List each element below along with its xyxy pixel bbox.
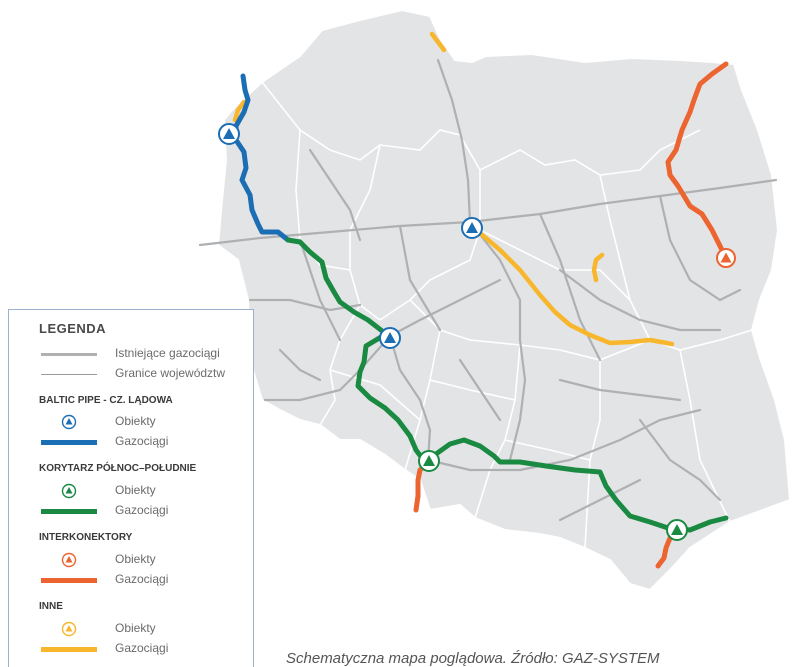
baltic-object-icon: [61, 414, 77, 430]
legend-label-borders: Granice województw: [115, 366, 226, 380]
other-pipelines: [232, 31, 675, 347]
map-caption: Schematyczna mapa poglądowa. Źródło: GAZ…: [286, 650, 660, 667]
baltic-object-marker: [461, 217, 483, 239]
interconnector-object-marker: [716, 248, 736, 268]
legend-row-existing: Istniejące gazociągi: [9, 346, 255, 364]
map-legend: LEGENDA Istniejące gazociągi Granice woj…: [8, 309, 254, 667]
legend-row-north-south-pipes: Gazociągi: [9, 503, 255, 521]
baltic-object-marker: [218, 123, 240, 145]
baltic-pipe-swatch: [41, 440, 97, 445]
legend-label-interconnector-pipes: Gazociągi: [115, 572, 169, 586]
baltic-pipe-route: [233, 73, 291, 243]
legend-row-interconnector-pipes: Gazociągi: [9, 572, 255, 590]
legend-label-other-objects: Obiekty: [115, 621, 156, 635]
poland-outline: [216, 8, 792, 592]
existing-pipeline-swatch: [41, 353, 97, 356]
legend-label-north-south-objects: Obiekty: [115, 483, 156, 497]
legend-title: LEGENDA: [39, 321, 107, 336]
legend-heading-north-south: KORYTARZ PÓŁNOC–POŁUDNIE: [39, 463, 197, 474]
north-south-object-marker: [666, 519, 688, 541]
north-south-pipe-swatch: [41, 509, 97, 514]
legend-heading-other: INNE: [39, 601, 63, 612]
other-object-icon: [61, 621, 77, 637]
legend-label-interconnector-objects: Obiekty: [115, 552, 156, 566]
legend-heading-interconnectors: INTERKONEKTORY: [39, 532, 133, 543]
legend-row-borders: Granice województw: [9, 366, 255, 384]
legend-row-interconnector-objects: Obiekty: [9, 552, 255, 570]
existing-pipelines: [198, 58, 778, 522]
legend-row-other-objects: Obiekty: [9, 621, 255, 639]
north-south-route: [285, 237, 729, 533]
legend-heading-baltic: BALTIC PIPE - CZ. LĄDOWA: [39, 395, 173, 406]
interconnector-pipe-swatch: [41, 578, 97, 583]
legend-row-baltic-pipes: Gazociągi: [9, 434, 255, 452]
legend-label-north-south-pipes: Gazociągi: [115, 503, 169, 517]
border-swatch: [41, 374, 97, 375]
legend-label-other-pipes: Gazociągi: [115, 641, 169, 655]
other-pipe-swatch: [41, 647, 97, 652]
legend-row-north-south-objects: Obiekty: [9, 483, 255, 501]
legend-label-existing: Istniejące gazociągi: [115, 346, 220, 360]
north-south-object-icon: [61, 483, 77, 499]
object-markers: [218, 123, 736, 541]
legend-row-other-pipes: Gazociągi: [9, 641, 255, 659]
legend-label-baltic-objects: Obiekty: [115, 414, 156, 428]
north-south-object-marker: [418, 450, 440, 472]
interconnector-object-icon: [61, 552, 77, 568]
legend-row-baltic-objects: Obiekty: [9, 414, 255, 432]
baltic-object-marker: [379, 327, 401, 349]
legend-label-baltic-pipes: Gazociągi: [115, 434, 169, 448]
